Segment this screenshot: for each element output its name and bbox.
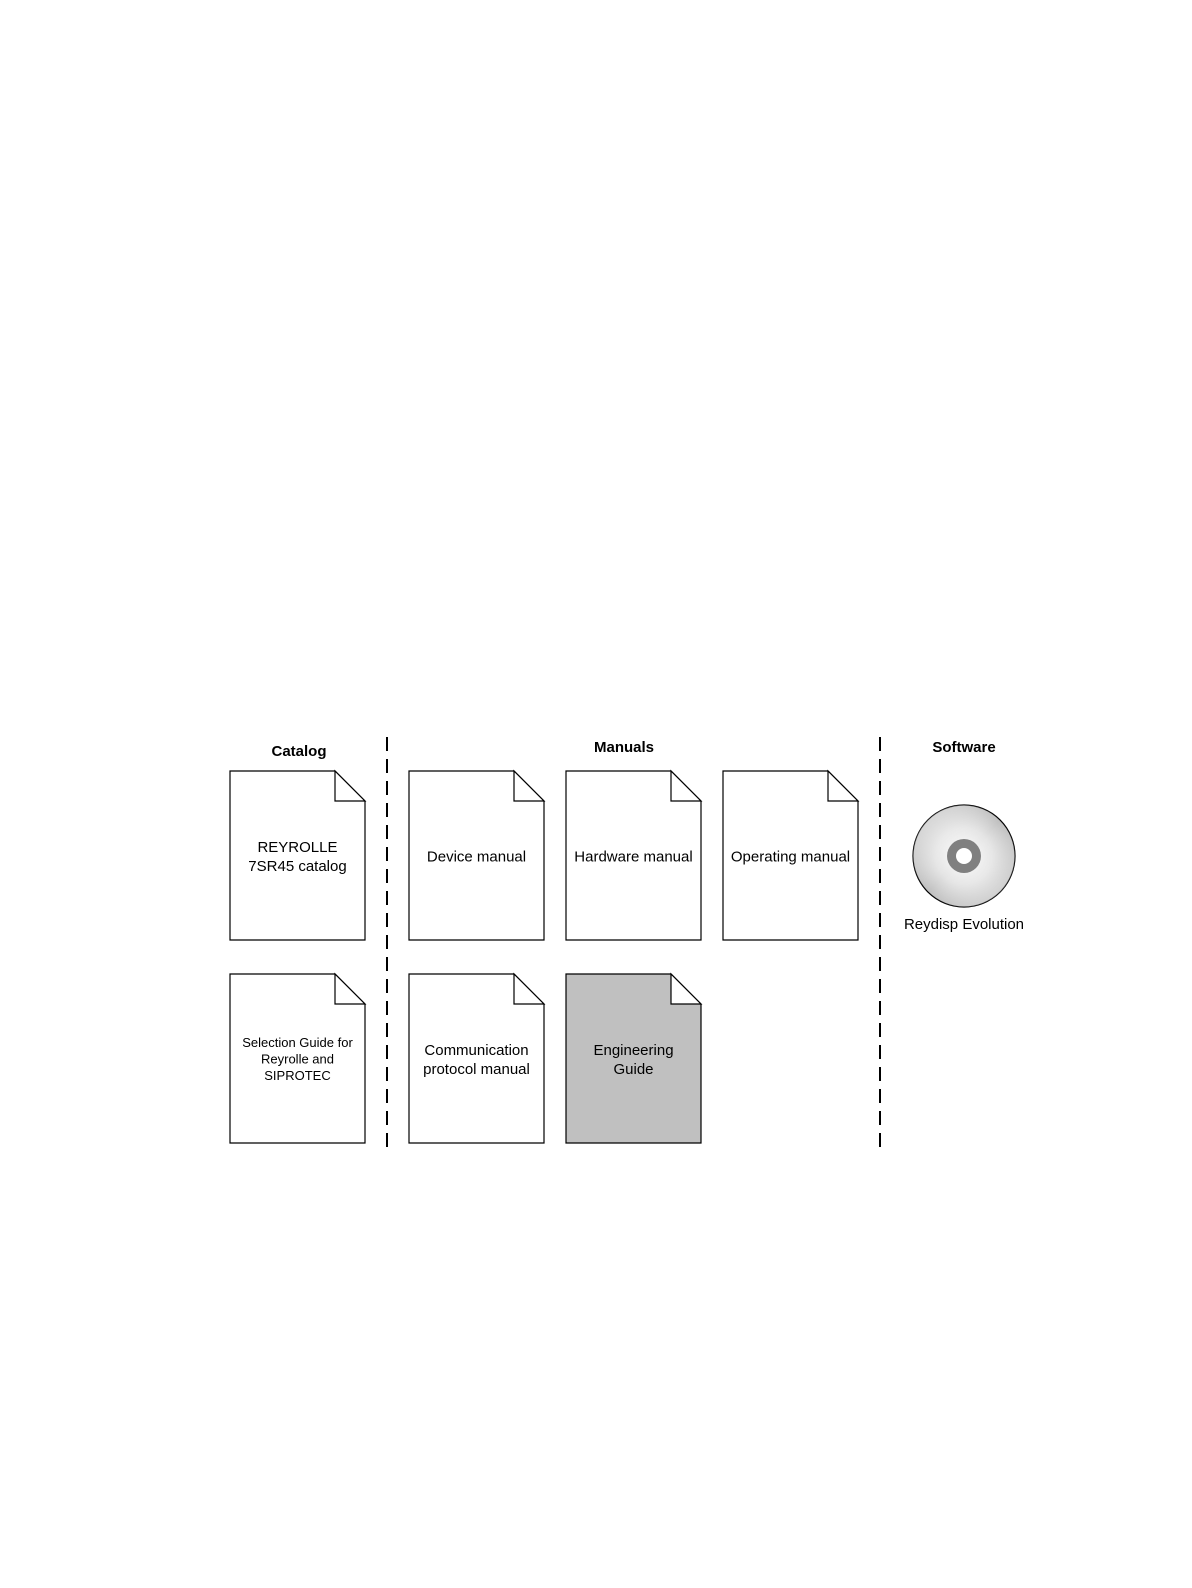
document-label-line: Communication xyxy=(424,1042,528,1059)
section-title-catalog: Catalog xyxy=(271,743,326,760)
document-icon-reyrolle-catalog: REYROLLE 7SR45 catalog xyxy=(230,771,365,940)
document-label-line: 7SR45 catalog xyxy=(248,858,346,875)
document-label-line: SIPROTEC xyxy=(264,1068,330,1083)
document-label-line: Device manual xyxy=(427,849,526,866)
document-fold-corner xyxy=(514,771,544,801)
document-icon-hardware-manual: Hardware manual xyxy=(566,771,701,940)
cd-disc-icon xyxy=(913,805,1015,907)
document-label-line: Reyrolle and xyxy=(261,1052,334,1067)
document-label-line: Guide xyxy=(613,1061,653,1078)
document-label-line: Hardware manual xyxy=(574,849,692,866)
document-label-line: REYROLLE xyxy=(257,839,337,856)
document-icon-device-manual: Device manual xyxy=(409,771,544,940)
document-label-line: Operating manual xyxy=(731,849,850,866)
software-label: Reydisp Evolution xyxy=(904,916,1024,933)
document-fold-corner xyxy=(671,771,701,801)
page-bottom-edge xyxy=(0,1582,1192,1588)
document-fold-corner xyxy=(671,974,701,1004)
section-title-manuals: Manuals xyxy=(594,739,654,756)
document-fold-corner xyxy=(335,771,365,801)
document-fold-corner xyxy=(335,974,365,1004)
document-icon-operating-manual: Operating manual xyxy=(723,771,858,940)
document-label-line: protocol manual xyxy=(423,1061,530,1078)
document-fold-corner xyxy=(828,771,858,801)
document-icon-communication-protocol-manual: Communication protocol manual xyxy=(409,974,544,1143)
document-label-line: Selection Guide for xyxy=(242,1035,353,1050)
document-fold-corner xyxy=(514,974,544,1004)
document-label-line: Engineering xyxy=(593,1042,673,1059)
section-title-software: Software xyxy=(932,739,995,756)
documents-group: REYROLLE 7SR45 catalog Device manual Hardwa… xyxy=(230,771,858,1143)
